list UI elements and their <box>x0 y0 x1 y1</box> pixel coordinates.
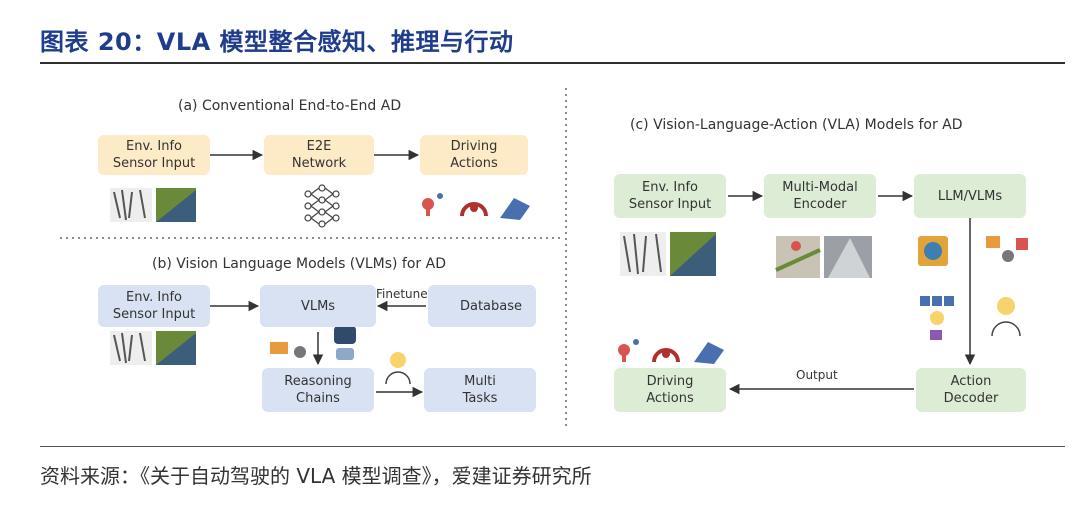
c-driving-actions-box: Driving Actions <box>614 368 726 412</box>
panel-b-title: (b) Vision Language Models (VLMs) for AD <box>152 256 446 272</box>
encoder-road-image <box>824 236 872 278</box>
panel-a-title: (a) Conventional End-to-End AD <box>178 98 402 114</box>
a-e2e-network-box: E2E Network <box>264 135 374 175</box>
c-encoder-box: Multi-Modal Encoder <box>764 174 876 218</box>
panel-c-title: (c) Vision-Language-Action (VLA) Models … <box>630 117 963 133</box>
llm-network-icon <box>920 296 954 340</box>
c-env-info-box: Env. Info Sensor Input <box>614 174 726 218</box>
output-label: Output <box>796 368 838 382</box>
b-database-box: Database <box>428 285 536 327</box>
robot-task-icons-b <box>270 326 356 360</box>
c-llm-vlms-box: LLM/VLMs <box>914 174 1026 218</box>
finetune-label: Finetune <box>376 287 428 301</box>
report-title: 图表 20：VLA 模型整合感知、推理与行动 <box>40 28 514 56</box>
source-note: 资料来源：《关于自动驾驶的 VLA 模型调查》，爱建证券研究所 <box>40 464 592 488</box>
a-env-info-box: Env. Info Sensor Input <box>98 135 210 175</box>
driving-action-icons-a <box>422 193 530 220</box>
sensor-thumbnail-b <box>110 331 196 365</box>
driving-action-icons-c <box>618 339 724 364</box>
c-action-decoder-box: Action Decoder <box>916 368 1026 412</box>
llm-book-icon <box>918 236 948 266</box>
llm-tools-icon <box>986 236 1028 262</box>
llm-thinking-person-icon <box>991 297 1021 337</box>
bottom-divider <box>40 446 1065 447</box>
thinking-person-icon-b <box>385 352 411 385</box>
b-multi-tasks-box: Multi Tasks <box>424 368 536 412</box>
sensor-thumbnail-a <box>110 188 196 222</box>
encoder-map-image <box>775 236 821 278</box>
b-vlms-box: VLMs <box>260 285 376 327</box>
b-env-info-box: Env. Info Sensor Input <box>98 285 210 327</box>
a-driving-actions-box: Driving Actions <box>420 135 528 175</box>
top-divider <box>40 62 1065 64</box>
neural-network-icon <box>304 184 340 228</box>
b-reasoning-chains-box: Reasoning Chains <box>262 368 374 412</box>
sensor-thumbnail-c <box>620 232 716 276</box>
